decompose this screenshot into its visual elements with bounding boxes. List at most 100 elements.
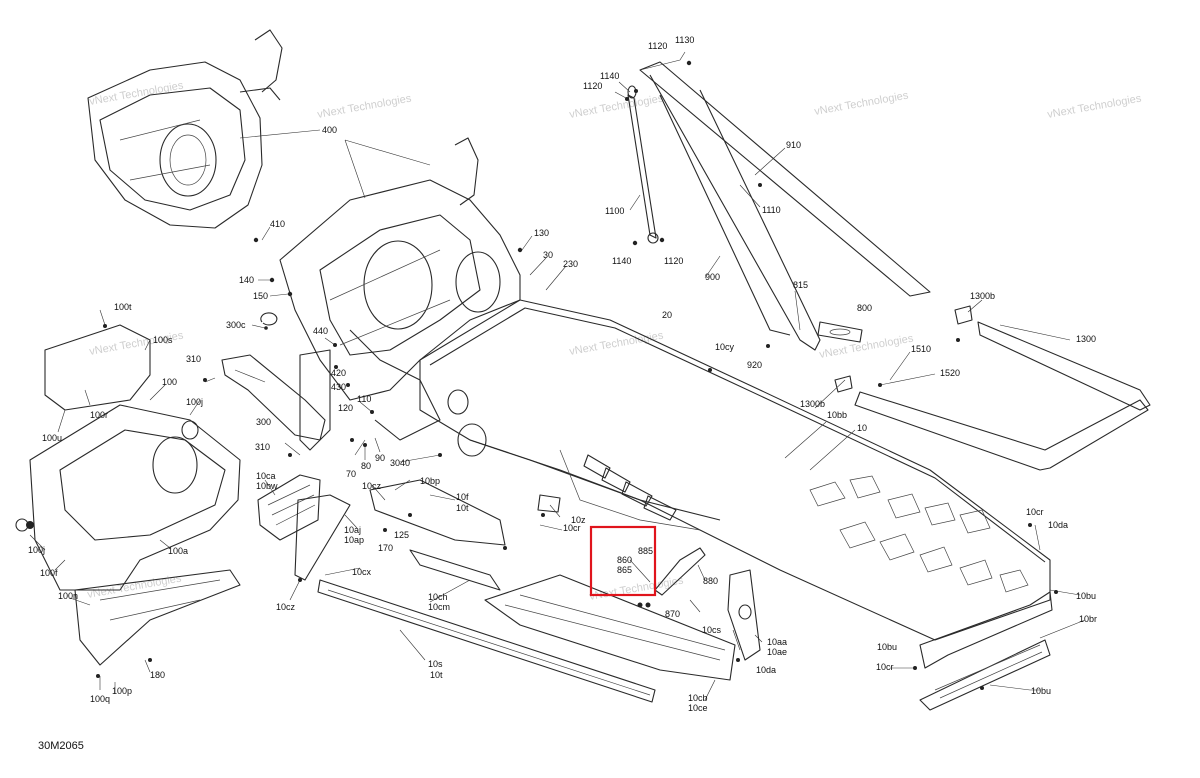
callout: 100r [90,410,108,420]
callout-labels: 400 410 140 150 300c 130 30 230 440 420 … [28,35,1097,713]
callout: 1510 [911,344,931,354]
callout: 910 [786,140,801,150]
callout: 100s [153,335,173,345]
callout: 180 [150,670,165,680]
watermark: vNext Technologies [813,90,909,118]
callout: 885 [638,546,653,556]
callout: 100f [40,568,58,578]
watermark: vNext Technologies [1046,93,1142,121]
callout: 10aa [767,637,787,647]
callout: 1110 [762,205,781,215]
watermark: vNext Technologies [568,93,664,121]
callout: 1300b [800,399,825,409]
callout: 410 [270,219,285,229]
callout: 10ap [344,535,364,545]
callout: 1520 [940,368,960,378]
diagram-code: 30M2065 [38,740,84,752]
callout: 10cm [428,602,450,612]
callout: 10da [756,665,776,675]
callout: 920 [747,360,762,370]
callout: 10bu [1031,686,1051,696]
callout: 90 [375,453,385,463]
watermark: vNext Technologies [588,575,684,603]
front-bulkhead-part [279,137,521,441]
callout: 10bu [1076,591,1096,601]
callout: 860 [617,555,632,565]
callout: 10ch [428,592,448,602]
callout: 10 [857,423,867,433]
callout: 10t [430,670,443,680]
callout: 130 [534,228,549,238]
rear-lower-plates-part [919,591,1053,711]
callout: 1120 [648,41,667,51]
callout: 1120 [583,81,602,91]
callout: 100j [186,397,203,407]
rear-mount-part [654,547,761,661]
fasteners [26,60,1058,690]
callout: 10cy [715,342,735,352]
callout: 125 [394,530,409,540]
leader-lines [29,51,1086,701]
callout: 100q [90,694,110,704]
callout: 310 [186,354,201,364]
callout: 150 [253,291,268,301]
tunnel-part [419,299,1051,641]
callout: 100a [168,546,188,556]
callout: 10cz [362,481,382,491]
callout: 3040 [390,458,410,468]
callout: 1100 [605,206,624,216]
callout: 870 [665,609,680,619]
callout: 300 [256,417,271,427]
callout: 10ce [688,703,708,713]
callout: 420 [331,368,346,378]
callout: 1300b [970,291,995,301]
callout: 230 [563,259,578,269]
callout: 10bb [827,410,847,420]
callout: 10aj [344,525,361,535]
front-upper-column-part [87,29,283,229]
highlight-box [589,525,657,597]
callout: 800 [857,303,872,313]
callout: 400 [322,125,337,135]
callout: 1130 [675,35,694,45]
callout: 10ae [767,647,787,657]
callout: 865 [617,565,632,575]
callout: 310 [255,442,270,452]
callout: 1140 [612,256,631,266]
watermark: vNext Technologies [88,80,184,108]
callout: 1140 [600,71,619,81]
front-frame-part [15,324,241,666]
callout: 20 [662,310,672,320]
callout: 10cr [876,662,894,672]
callout: 10cz [276,602,296,612]
callout: 10cr [563,523,581,533]
callout: 300c [226,320,246,330]
callout: 430 [331,382,346,392]
callout: 10cx [352,567,372,577]
watermark: vNext Technologies [316,93,412,121]
rear-bumper-part [834,305,1151,471]
callout: 80 [361,461,371,471]
callout: 10ca [256,471,276,481]
callout: 815 [793,280,808,290]
callout: 110 [357,394,371,404]
callout: 10cb [688,693,708,703]
watermark: vNext Technologies [818,333,914,361]
callout: 900 [705,272,720,282]
callout: 10t [456,503,469,513]
watermark: vNext Technologies [568,330,664,358]
callout: 10bu [877,642,897,652]
callout: 10cs [702,625,722,635]
rear-arm-part [627,61,931,351]
callout: 440 [313,326,328,336]
callout: 30 [543,250,553,260]
callout: 1120 [664,256,683,266]
callout: 100 [162,377,177,387]
callout: 10z [571,515,586,525]
callout: 100n [58,591,78,601]
callout: 170 [378,543,393,553]
callout: 10bp [420,476,440,486]
callout: 100j [28,545,45,555]
callout: 100p [112,686,132,696]
callout: 10s [428,659,443,669]
